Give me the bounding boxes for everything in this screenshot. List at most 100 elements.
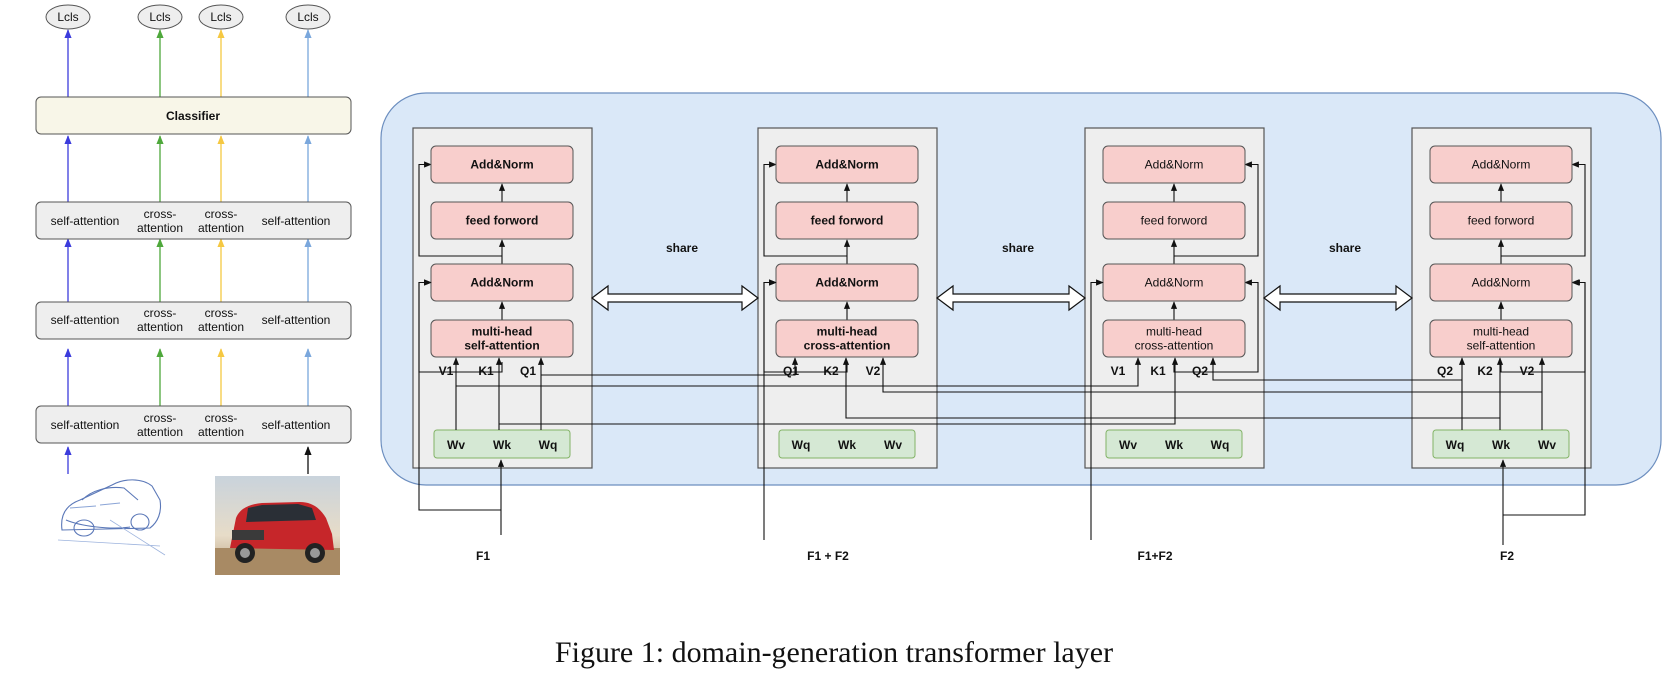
- feed-forward-label: feed forword: [1141, 214, 1208, 228]
- add-norm-box: [1102, 145, 1246, 184]
- feed-forward-label: feed forword: [811, 214, 884, 228]
- port-label: K1: [1150, 364, 1166, 378]
- add-norm-label: Add&Norm: [815, 158, 878, 172]
- loss-label: Lcls: [57, 10, 78, 24]
- left-layer-labels: self-attention cross-attention cross-atten…: [51, 207, 331, 439]
- add-norm-label: Add&Norm: [470, 276, 533, 290]
- feed-forward-box: [430, 201, 574, 240]
- weight-label: Wq: [1211, 438, 1230, 452]
- feed-forward-box: [1102, 201, 1246, 240]
- add-norm-label: Add&Norm: [815, 276, 878, 290]
- port-label: Q2: [1192, 364, 1208, 378]
- weight-label: Wk: [1492, 438, 1510, 452]
- port-label: K2: [1477, 364, 1493, 378]
- add-norm-label: Add&Norm: [1472, 158, 1531, 172]
- share-double-arrow: [936, 284, 1086, 312]
- input-label: F1 + F2: [807, 549, 849, 563]
- weight-label: Wv: [1538, 438, 1556, 452]
- attention-type-label: cross-attention: [137, 306, 183, 334]
- port-label: Q2: [1437, 364, 1453, 378]
- attention-type-label: cross-attention: [137, 207, 183, 235]
- attention-type-label: self-attention: [262, 418, 331, 432]
- weight-label: Wk: [838, 438, 856, 452]
- add-norm-box: [1429, 263, 1573, 302]
- weight-label: Wq: [539, 438, 558, 452]
- loss-node: [285, 4, 331, 30]
- add-norm-label: Add&Norm: [1145, 276, 1204, 290]
- weight-label: Wv: [447, 438, 465, 452]
- port-label: V2: [1520, 364, 1535, 378]
- attention-type-label: self-attention: [51, 418, 120, 432]
- weight-label: Wv: [1119, 438, 1137, 452]
- loss-label: Lcls: [210, 10, 231, 24]
- input-label: F1: [476, 549, 490, 563]
- car-sketch-image: [57, 479, 166, 556]
- attention-type-label: self-attention: [51, 313, 120, 327]
- port-label: V1: [439, 364, 454, 378]
- share-label: share: [1002, 241, 1034, 255]
- add-norm-label: Add&Norm: [1472, 276, 1531, 290]
- add-norm-box: [1429, 145, 1573, 184]
- attention-type-label: self-attention: [262, 214, 331, 228]
- feed-forward-box: [775, 201, 919, 240]
- weights-box: [1432, 429, 1570, 459]
- add-norm-box: [430, 145, 574, 184]
- weights-box: [778, 429, 916, 459]
- loss-label: Lcls: [297, 10, 318, 24]
- weight-label: Wk: [493, 438, 511, 452]
- attention-layer-box: [35, 301, 352, 340]
- input-label: F1+F2: [1137, 549, 1172, 563]
- add-norm-label: Add&Norm: [470, 158, 533, 172]
- classifier-label: Classifier: [166, 109, 220, 123]
- attention-type-label: self-attention: [262, 313, 331, 327]
- weights-box: [1105, 429, 1243, 459]
- add-norm-box: [775, 145, 919, 184]
- attention-layer-box: [35, 405, 352, 444]
- stream-lines: [64, 29, 312, 474]
- attention-box: [775, 319, 919, 358]
- loss-node: [45, 4, 91, 30]
- share-label: share: [666, 241, 698, 255]
- weights-box: [433, 429, 571, 459]
- input-label: F2: [1500, 549, 1514, 563]
- weight-label: Wv: [884, 438, 902, 452]
- attention-layer-box: [35, 201, 352, 240]
- weight-label: Wk: [1165, 438, 1183, 452]
- classifier-box: [35, 96, 352, 135]
- feed-forward-box: [1429, 201, 1573, 240]
- cross-block-connections: [418, 279, 1586, 545]
- attention-type-label: self-attention: [51, 214, 120, 228]
- feed-forward-label: feed forword: [466, 214, 539, 228]
- share-double-arrow: [1263, 284, 1413, 312]
- port-label: V2: [866, 364, 881, 378]
- attention-box: [430, 319, 574, 358]
- loss-node: [198, 4, 244, 30]
- weight-label: Wq: [792, 438, 811, 452]
- attention-box: [1429, 319, 1573, 358]
- shared-encoder-region: [380, 92, 1662, 486]
- figure-caption: Figure 1: domain-generation transformer …: [554, 636, 1114, 669]
- loss-node: [137, 4, 183, 30]
- attention-type-label: cross-attention: [198, 306, 244, 334]
- left-panel: Lcls Lcls Lcls Lcls Classifier self-atte…: [35, 4, 352, 575]
- port-label: Q1: [520, 364, 536, 378]
- attention-box: [1102, 319, 1246, 358]
- port-label: Q1: [783, 364, 799, 378]
- port-label: V1: [1111, 364, 1126, 378]
- attention-type-label: cross-attention: [137, 411, 183, 439]
- loss-label: Lcls: [149, 10, 170, 24]
- feed-forward-label: feed forword: [1468, 214, 1535, 228]
- port-label: K1: [478, 364, 494, 378]
- loss-outputs: Lcls Lcls Lcls Lcls: [45, 4, 331, 30]
